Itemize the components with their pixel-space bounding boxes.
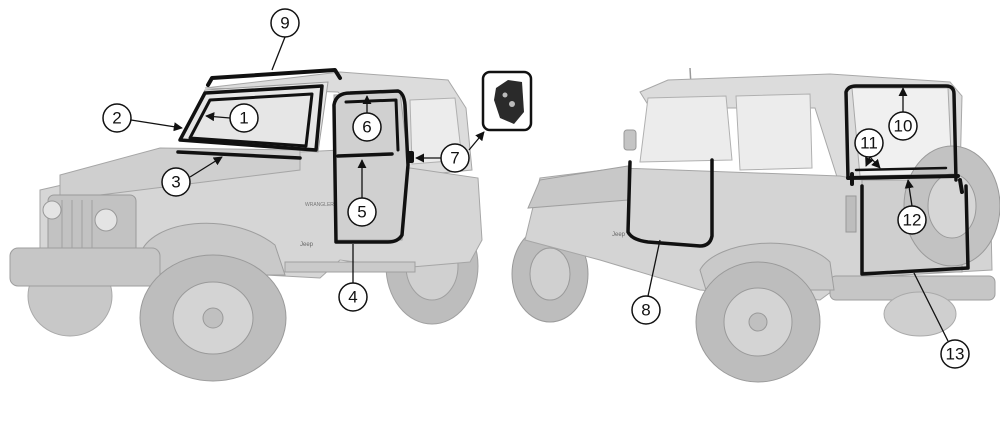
callout-3: 3 (161, 167, 191, 197)
front-view-side-step (284, 261, 416, 273)
callout-13: 13 (940, 339, 970, 369)
seal-13-tick-right (958, 178, 964, 194)
seal-9-windshield-top (206, 68, 342, 87)
rear-view-side-window (735, 93, 813, 171)
front-view-fender-badge: WRANGLER (305, 202, 334, 208)
seal-2-windshield-frame (178, 84, 324, 152)
callout-8-label: 8 (641, 301, 650, 320)
front-view-front-tire (139, 254, 287, 382)
rear-view-spare-tire (903, 145, 1000, 267)
seal-12-tailgate-top (846, 174, 960, 180)
callout-7: 7 (440, 143, 470, 173)
leader-line-3 (189, 156, 223, 178)
seal-8-door-opening (626, 158, 714, 248)
leader-line-2 (130, 119, 183, 132)
seal-4-door-opening (332, 89, 410, 244)
callout-5-label: 5 (357, 203, 366, 222)
callout-10-label: 10 (894, 117, 913, 136)
callout-12-label: 12 (903, 211, 922, 230)
rear-view-seals (626, 84, 970, 276)
seal-3-cowl (176, 150, 302, 160)
rear-view-door-window (639, 95, 733, 163)
rear-view-jeep-badge: Jeep (612, 232, 626, 238)
callout-5: 5 (347, 197, 377, 227)
callout-1-label: 1 (239, 109, 248, 128)
part-7-inset (481, 70, 533, 132)
seal-11-upper-bar (854, 166, 948, 172)
callout-4-label: 4 (348, 288, 357, 307)
leader-line-8 (647, 239, 661, 297)
seal-13-tailgate-opening (860, 184, 970, 276)
callout-12: 12 (897, 205, 927, 235)
seal-1-windshield-glass (188, 92, 314, 148)
seal-7-latch (407, 151, 414, 163)
front-view-bumper (9, 247, 161, 287)
callout-4: 4 (338, 282, 368, 312)
callout-9: 9 (270, 8, 300, 38)
leader-line-11 (865, 156, 874, 167)
rear-view-jeep: Jeep (511, 67, 1000, 383)
leader-line-7b (468, 131, 485, 151)
callout-11-label: 11 (860, 134, 878, 153)
seal-5-belt (336, 152, 394, 158)
leader-line-13 (913, 272, 949, 342)
callout-3-label: 3 (171, 173, 180, 192)
rear-view-rear-tire (695, 261, 821, 383)
callout-10: 10 (888, 111, 918, 141)
callout-7-label: 7 (450, 149, 459, 168)
seal-10-rear-window (844, 84, 958, 182)
callout-2-label: 2 (112, 109, 121, 128)
callout-9-label: 9 (280, 14, 289, 33)
front-view-grille (42, 194, 137, 256)
callout-2: 2 (102, 103, 132, 133)
callout-8: 8 (631, 295, 661, 325)
leader-line-12 (904, 179, 914, 207)
callout-leaders (130, 36, 949, 342)
rear-view-hood (527, 165, 629, 209)
front-view-fender-flare (139, 222, 286, 276)
rear-view-tail-light (845, 195, 857, 233)
callout-11: 11 (854, 128, 884, 158)
front-view-jeep-badge: Jeep (300, 242, 314, 248)
callouts: 1 2 3 4 5 6 7 8 (102, 8, 970, 369)
callout-6: 6 (352, 112, 382, 142)
callout-13-label: 13 (946, 345, 965, 364)
rear-view-mirror (623, 129, 637, 151)
leader-line-1 (205, 112, 231, 122)
front-view-seals (176, 68, 414, 244)
callout-1: 1 (229, 103, 259, 133)
callout-6-label: 6 (362, 118, 371, 137)
leader-line-11b (869, 156, 881, 169)
leader-line-9 (271, 36, 286, 71)
